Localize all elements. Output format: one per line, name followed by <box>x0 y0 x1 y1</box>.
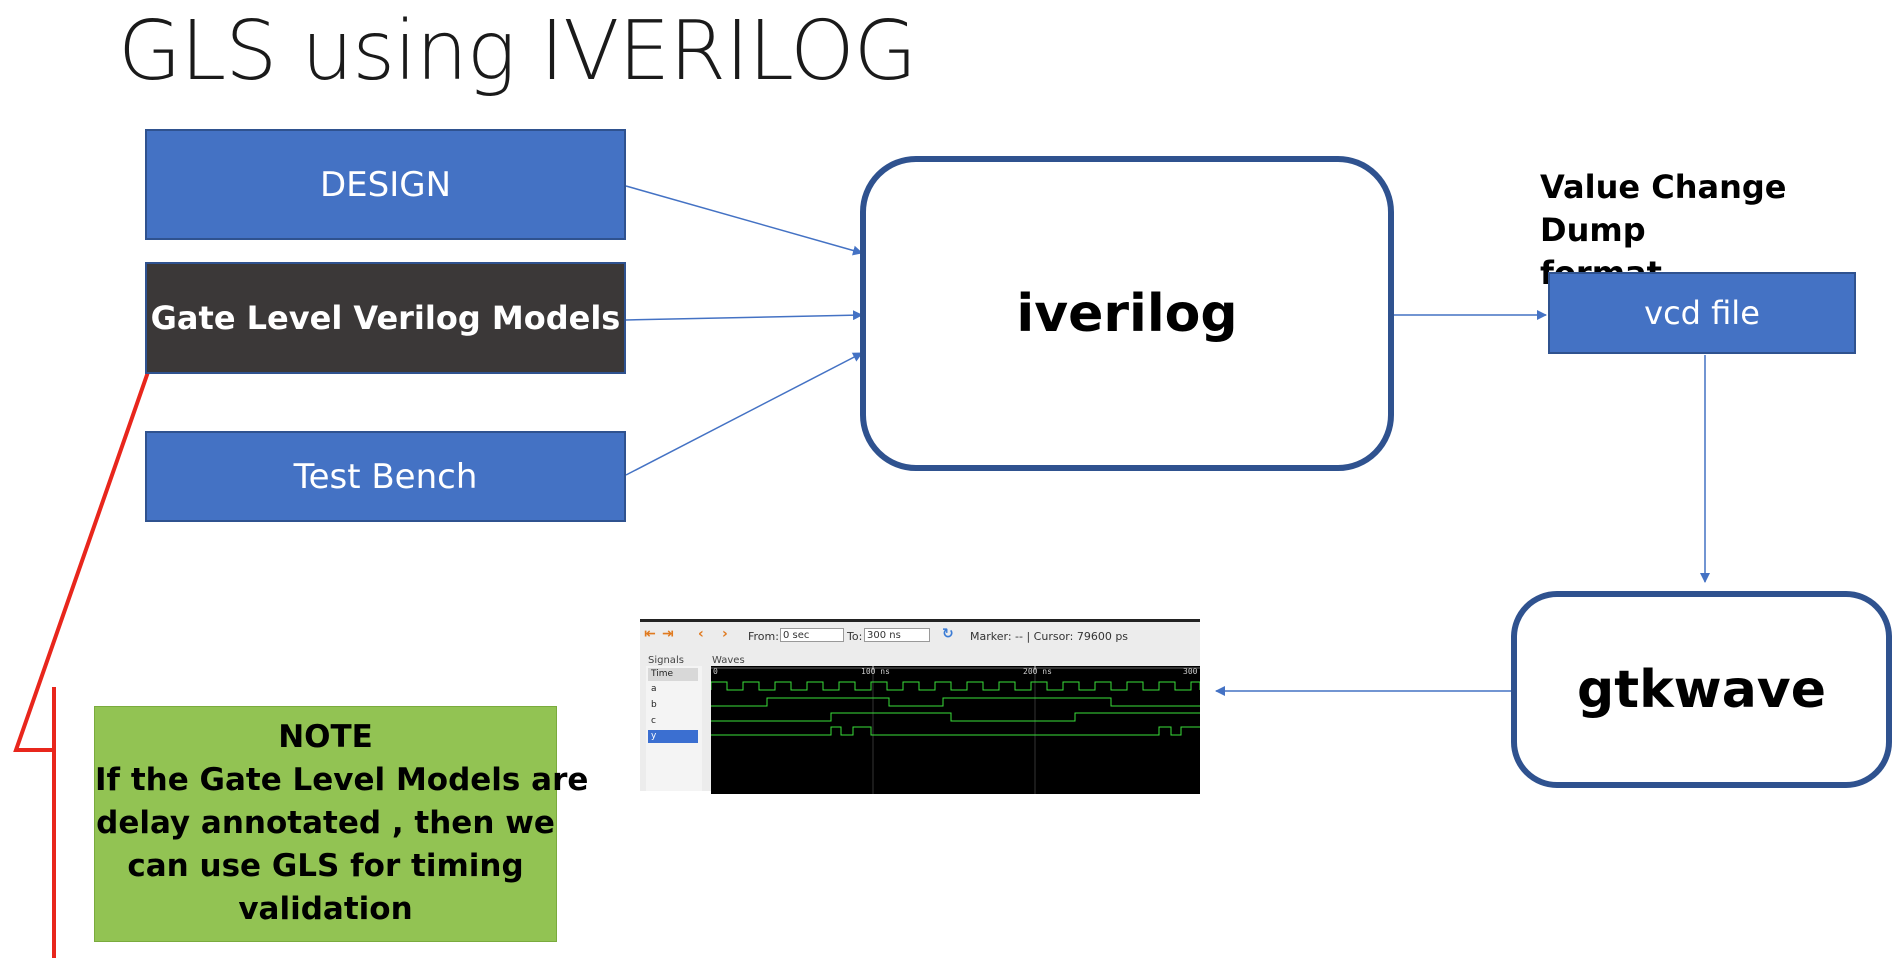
signal-row[interactable]: b <box>651 700 657 710</box>
slide-title: GLS using IVERILOG <box>118 4 917 99</box>
signals-pane: Time a b c y <box>646 666 702 791</box>
from-label: From: <box>748 630 779 643</box>
waveform-traces: 0 100 ns 200 ns 300 <box>710 666 1201 794</box>
arrow-tb-to-iverilog <box>625 352 863 476</box>
iverilog-box: iverilog <box>860 156 1394 471</box>
arrow-gate-to-iverilog <box>625 310 863 321</box>
note-line: If the Gate Level Models are <box>95 762 589 798</box>
note-box: NOTE If the Gate Level Models are delay … <box>94 706 589 942</box>
gate-level-models-label: Gate Level Verilog Models <box>150 299 621 337</box>
wave-c <box>711 712 1200 722</box>
waves-pane: 0 100 ns 200 ns 300 <box>710 666 1201 794</box>
wave-a <box>710 681 1201 691</box>
reload-icon[interactable]: ↻ <box>942 626 954 642</box>
zoom-fit-icon[interactable]: ⇤ <box>644 626 656 642</box>
time-tick-label: 300 <box>1183 667 1198 676</box>
to-label: To: <box>847 630 863 643</box>
waves-header: Waves <box>712 655 745 666</box>
vcd-format-label-line1: Value Change Dump <box>1540 168 1787 249</box>
time-tick-label: 200 ns <box>1023 667 1052 676</box>
gtkwave-box: gtkwave <box>1511 591 1892 788</box>
zoom-full-icon[interactable]: ⇥ <box>662 626 674 642</box>
to-field[interactable]: 300 ns <box>864 628 930 642</box>
gate-level-models-box: Gate Level Verilog Models <box>145 262 626 374</box>
chevron-left-icon[interactable]: ‹ <box>698 626 704 642</box>
wave-b <box>711 697 1200 707</box>
signal-row[interactable]: c <box>651 716 656 726</box>
signal-row[interactable]: Time <box>648 668 698 681</box>
design-label: DESIGN <box>319 164 452 205</box>
vcd-file-box: vcd file <box>1548 272 1856 354</box>
note-line: delay annotated , then we <box>96 805 555 841</box>
signal-row-selected[interactable]: y <box>648 730 698 743</box>
arrow-design-to-iverilog <box>625 185 863 256</box>
callout-bracket <box>13 371 150 958</box>
design-box: DESIGN <box>145 129 626 240</box>
note-heading: NOTE <box>278 719 373 755</box>
note-line: validation <box>238 891 413 927</box>
note-line: can use GLS for timing <box>127 848 524 884</box>
gtkwave-label: gtkwave <box>1577 659 1826 720</box>
signals-header: Signals <box>648 655 684 666</box>
gtkwave-toolbar: ⇤ ⇥ ‹ › From: 0 sec To: 300 ns ↻ Marker:… <box>640 622 1200 646</box>
chevron-right-icon[interactable]: › <box>722 626 728 642</box>
gtkwave-screenshot: ⇤ ⇥ ‹ › From: 0 sec To: 300 ns ↻ Marker:… <box>640 619 1201 794</box>
vcd-file-label: vcd file <box>1644 294 1760 332</box>
time-tick-label: 100 ns <box>861 667 890 676</box>
test-bench-box: Test Bench <box>145 431 626 522</box>
marker-cursor-status: Marker: -- | Cursor: 79600 ps <box>970 630 1129 643</box>
from-field[interactable]: 0 sec <box>780 628 844 642</box>
test-bench-label: Test Bench <box>293 456 478 497</box>
time-tick-label: 0 <box>713 667 718 676</box>
signal-row[interactable]: a <box>651 684 657 694</box>
wave-y <box>711 726 1200 736</box>
iverilog-label: iverilog <box>1016 283 1238 344</box>
